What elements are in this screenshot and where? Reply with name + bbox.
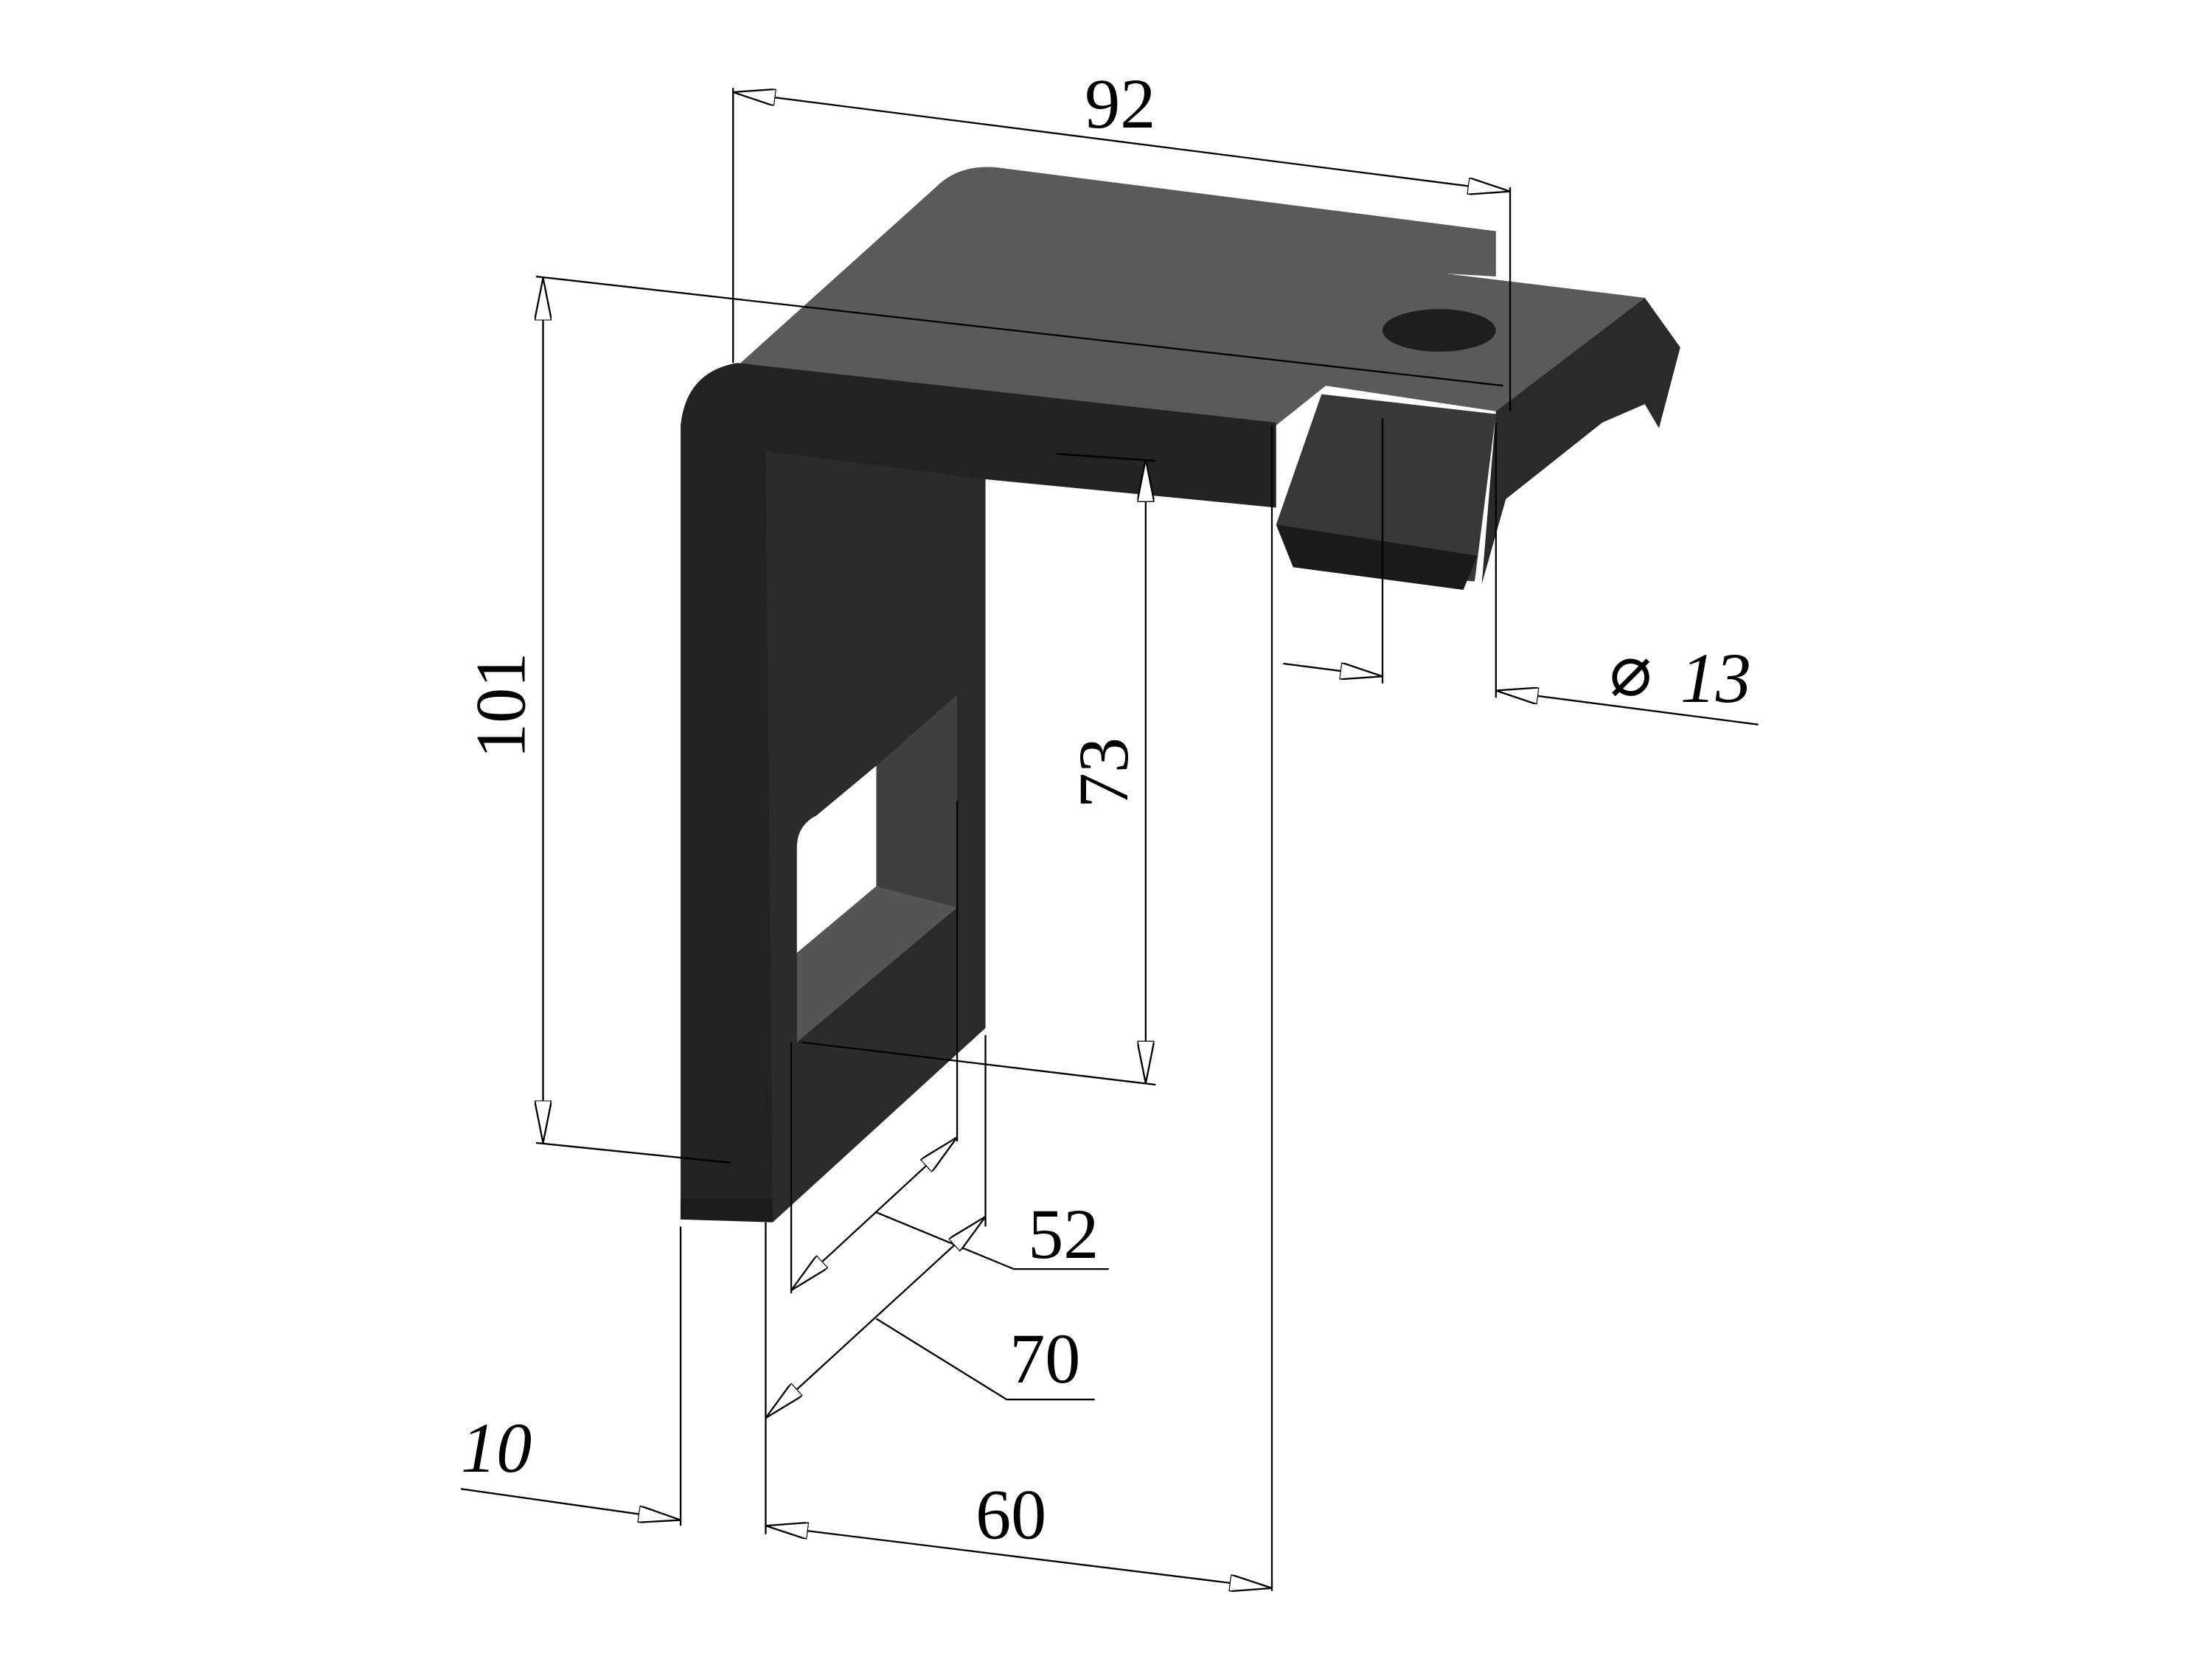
- leader-70: [875, 1318, 1095, 1401]
- dim-label-10: 10: [461, 1408, 532, 1487]
- tab-bottom: [1276, 524, 1478, 590]
- dim-label-92: 92: [1085, 64, 1155, 143]
- dim-line-13-left: [1283, 664, 1382, 676]
- top-face: [737, 167, 1645, 425]
- dim-line-13-right: [1496, 691, 1759, 726]
- dim-line-60: [765, 1526, 1272, 1588]
- leg-edge: [681, 1198, 773, 1222]
- dim-line-70: [765, 1217, 985, 1418]
- window-opening: [796, 765, 877, 953]
- dim-line-92: [733, 92, 1510, 192]
- dim-label-70: 70: [1009, 1319, 1080, 1398]
- dim-label-13: 13: [1680, 639, 1751, 717]
- dim-line-10: [460, 1488, 681, 1520]
- dim-label-60: 60: [975, 1475, 1046, 1554]
- window-bottom-bevel: [796, 886, 958, 1043]
- dim-label-52: 52: [1028, 1194, 1099, 1273]
- bracket-part: [681, 167, 1680, 1222]
- dim-label-73: 73: [1064, 737, 1143, 808]
- dim-label-101: 101: [462, 653, 540, 759]
- diameter-symbol: ⌀: [1610, 631, 1652, 710]
- window-right-bevel: [876, 695, 958, 908]
- mounting-hole: [1382, 309, 1496, 352]
- tab-lip: [1481, 297, 1680, 585]
